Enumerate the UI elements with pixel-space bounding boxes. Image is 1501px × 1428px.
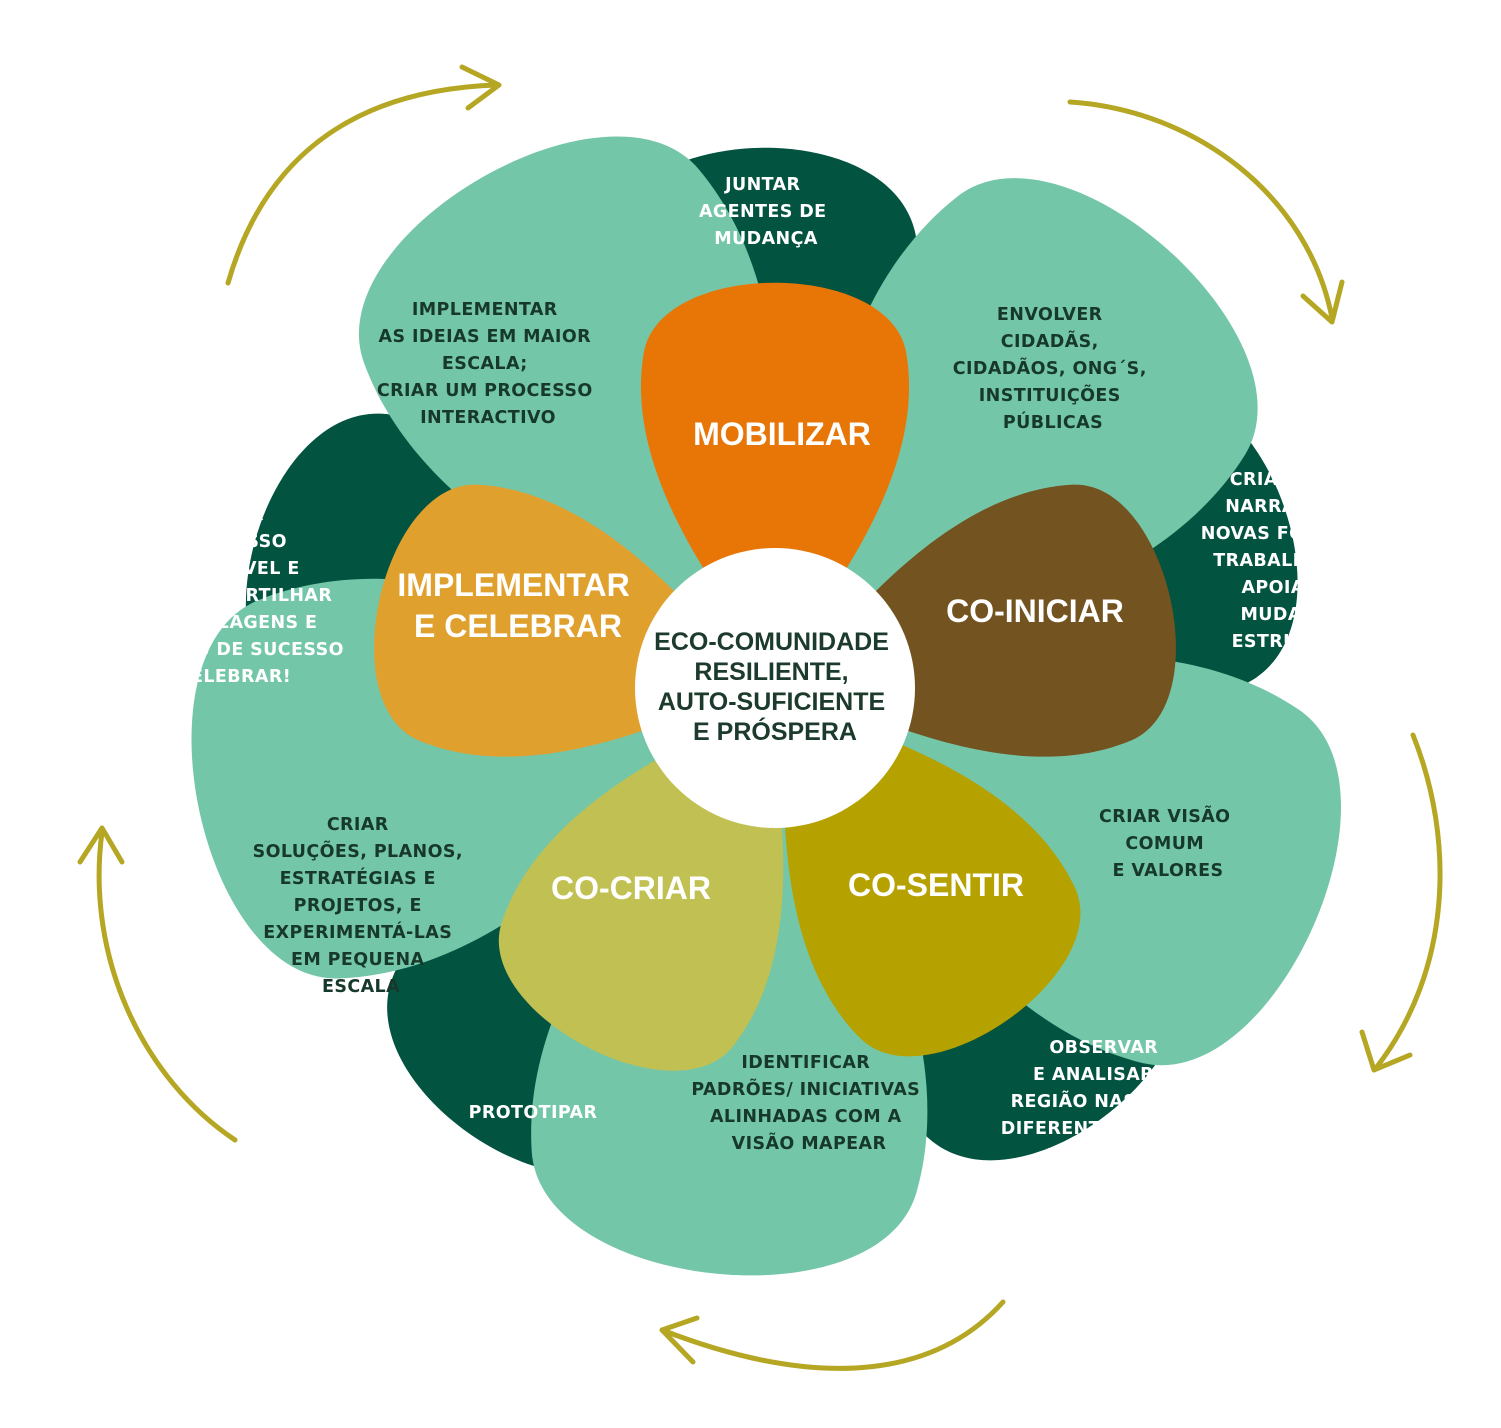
arrow-left-icon	[77, 825, 238, 1143]
light-petal-visao	[829, 655, 1341, 1066]
inner-petal-label-co-iniciar: CO-INICIAR	[946, 593, 1124, 629]
arrow-top-left-icon	[225, 64, 502, 286]
inner-petal-label-co-sentir: CO-SENTIR	[848, 867, 1024, 903]
dark-petal-label-juntar: JUNTAR AGENTES DE MUDANÇA	[699, 175, 833, 249]
dark-petal-label-observar: OBSERVAR E ANALISAR A REGIÃO NAS SUAS DI…	[1001, 1038, 1213, 1166]
center-label: ECO-COMUNIDADE RESILIENTE, AUTO-SUFICIEN…	[654, 628, 896, 746]
light-petal-label-solucoes: CRIAR SOLUÇÕES, PLANOS, ESTRATÉGIAS E PR…	[253, 815, 470, 997]
arrow-right-icon	[1359, 732, 1443, 1073]
dark-petal-label-prototipar: PROTOTIPAR	[469, 1103, 598, 1123]
dark-petal-label-narrativas: CRIAR NOVAS NARRATIVAS E NOVAS FORMAS DE…	[1201, 470, 1404, 652]
arrow-bottom-icon	[659, 1299, 1006, 1371]
light-petal-label-identificar: IDENTIFICAR PADRÕES/ INICIATIVAS ALINHAD…	[691, 1053, 926, 1154]
inner-petal-label-mobilizar: MOBILIZAR	[693, 416, 871, 452]
light-petal-envolver	[812, 178, 1258, 644]
arrow-top-right-icon	[1067, 99, 1345, 325]
light-petal-label-maior-escala: IMPLEMENTAR AS IDEIAS EM MAIOR ESCALA; C…	[377, 300, 599, 428]
light-petal-label-visao: CRIAR VISÃO COMUM E VALORES	[1099, 804, 1237, 881]
light-petal-label-envolver: ENVOLVER CIDADÃS, CIDADÃOS, ONG´S, INSTI…	[953, 305, 1154, 433]
dark-petal-label-tornar: TORNAR O PROCESSO IRRESISTÍVEL E CRIATIV…	[100, 505, 351, 687]
center-circle	[635, 548, 915, 828]
inner-petal-label-co-criar: CO-CRIAR	[551, 870, 711, 906]
cycle-arrows	[77, 64, 1443, 1371]
label-layer: JUNTAR AGENTES DE MUDANÇA CRIAR NOVAS NA…	[100, 175, 1404, 1166]
inner-petal-label-implementar: IMPLEMENTAR E CELEBRAR	[397, 567, 638, 644]
light-petal-maior-escala	[358, 136, 777, 637]
